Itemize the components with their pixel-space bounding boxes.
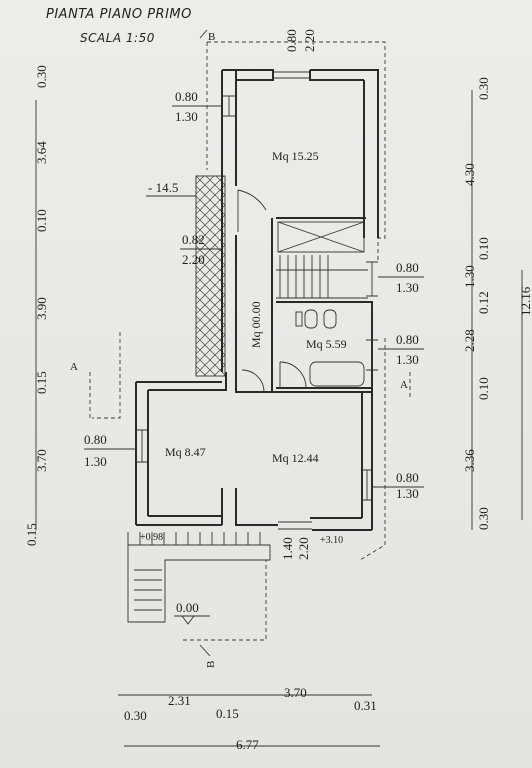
section-a-right-label: A (400, 379, 408, 391)
window-1-height: 1.30 (175, 109, 198, 124)
right-dim-8: 3.36 (462, 449, 477, 472)
right-dim-9: 0.30 (476, 507, 491, 530)
window-2-width: 0.82 (182, 232, 205, 247)
bottom-dim-top-1: 2.31 (168, 693, 191, 708)
window-stair (366, 261, 378, 297)
left-dim-5: 0.15 (34, 371, 49, 394)
left-dim-4: 3.90 (34, 297, 49, 320)
window-left-room (136, 429, 148, 463)
section-b-bottom-label: B (205, 661, 217, 668)
window-5-height: 1.30 (84, 454, 107, 469)
external-stair (134, 532, 261, 611)
section-b-top-label: B (208, 31, 215, 43)
sink (295, 311, 303, 327)
level-step: +3.10 (320, 535, 343, 546)
toilet (304, 309, 318, 329)
bathtub (309, 361, 365, 387)
window-6-height: 1.30 (396, 486, 419, 501)
left-dim-7: 0.15 (24, 523, 39, 546)
top-door-height: 2.20 (302, 29, 317, 52)
window-right-room (362, 469, 372, 501)
bottom-dim-top-2: 3.70 (284, 685, 307, 700)
stair-upper (277, 221, 365, 253)
level-ground: 0.00 (176, 600, 199, 615)
section-b-top-marker (199, 29, 208, 39)
section-b-bottom-marker (199, 644, 211, 657)
window-3-width: 0.80 (396, 260, 419, 275)
window-bath (366, 339, 378, 371)
room-label-2: Mq 00.00 (249, 301, 263, 348)
room-label-5: Mq 12.44 (272, 451, 319, 465)
top-door-width: 0.80 (284, 29, 299, 52)
room-label-1: Mq 15.25 (272, 149, 319, 163)
level-ground-marker (174, 615, 210, 625)
bidet (323, 309, 337, 329)
plan-scale: SCALA 1:50 (80, 31, 155, 45)
window-5-width: 0.80 (84, 432, 107, 447)
left-dim-6: 3.70 (34, 449, 49, 472)
window-upper-left (222, 95, 236, 117)
right-dim-3: 0.10 (476, 237, 491, 260)
left-dim-2: 3.64 (34, 141, 49, 164)
window-3-height: 1.30 (396, 280, 419, 295)
room-label-4: Mq 8.47 (165, 445, 206, 459)
bottom-dim-mid-1: 0.30 (124, 708, 147, 723)
door-bottom-opening (278, 521, 312, 530)
bottom-door-height: 2.20 (296, 537, 311, 560)
wall-lower-rooms (135, 372, 373, 531)
right-dim-4: 1.30 (462, 265, 477, 288)
door-arc-corridor (241, 369, 265, 393)
level-landing: +0.98 (140, 532, 163, 543)
terrace-hatch (195, 175, 226, 377)
stair-steps (276, 255, 368, 299)
section-a-line (89, 372, 411, 418)
right-total: 12.16 (518, 286, 532, 316)
right-dim-1: 0.30 (476, 77, 491, 100)
left-dim-3: 0.10 (34, 209, 49, 232)
right-dim-7: 0.10 (476, 377, 491, 400)
left-dim-1: 0.30 (34, 65, 49, 88)
window-upper-top (273, 71, 310, 79)
bottom-total: 6.77 (236, 737, 259, 752)
window-2-height: 2.20 (182, 252, 205, 267)
section-a-left-label: A (70, 361, 78, 373)
wall-upper-room (221, 69, 379, 372)
bathroom-door-arc (279, 361, 307, 389)
stair-upper-cross (277, 221, 365, 253)
window-6-width: 0.80 (396, 470, 419, 485)
right-dim-5: 0.12 (476, 291, 491, 314)
room-label-3: Mq 5.59 (306, 337, 347, 351)
plan-title: PIANTA PIANO PRIMO (46, 7, 192, 22)
window-4-height: 1.30 (396, 352, 419, 367)
right-dim-6: 2.28 (462, 329, 477, 352)
bottom-dim-mid-2: 0.15 (216, 706, 239, 721)
wall-upper-inner (235, 217, 366, 392)
window-4-width: 0.80 (396, 332, 419, 347)
landing (127, 532, 271, 623)
level-terrace: - 14.5 (148, 180, 178, 195)
window-1-width: 0.80 (175, 89, 198, 104)
bottom-door-width: 1.40 (280, 537, 295, 560)
bottom-dim-mid-3: 0.31 (354, 698, 377, 713)
door-arc-upper (237, 189, 267, 232)
right-dim-2: 4.30 (462, 163, 477, 186)
